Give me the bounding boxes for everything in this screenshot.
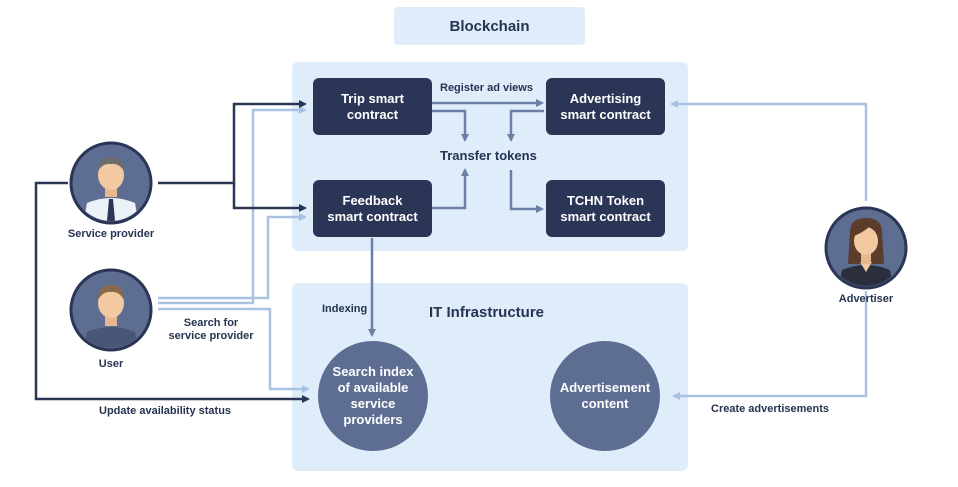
it-infrastructure-title: IT Infrastructure bbox=[429, 304, 545, 321]
tchn-token-smart-contract-label: TCHN Token smart contract bbox=[560, 192, 651, 224]
transfer-tokens-label: Transfer tokens bbox=[440, 148, 537, 163]
advertiser-to-advertising-line bbox=[670, 100, 868, 201]
feedback-to-transfer-line bbox=[432, 168, 469, 210]
advertiser-label: Advertiser bbox=[838, 293, 894, 305]
create-advertisements-label: Create advertisements bbox=[711, 403, 830, 415]
search-for-service-provider-label: Search for service provider bbox=[168, 317, 254, 342]
register-ad-views-label: Register ad views bbox=[440, 82, 533, 94]
user-label: User bbox=[98, 358, 124, 370]
user-to-feedback-line bbox=[158, 213, 307, 300]
service-provider-avatar bbox=[69, 141, 153, 225]
tchn-token-smart-contract: TCHN Token smart contract bbox=[546, 180, 665, 237]
advertising-smart-contract-label: Advertising smart contract bbox=[560, 90, 651, 122]
sp-to-feedback-line bbox=[232, 183, 307, 212]
transfer-to-tchn-line bbox=[509, 170, 544, 213]
advertising-to-transfer-line bbox=[507, 109, 544, 142]
sp-to-trip-line bbox=[158, 100, 307, 185]
advertiser-avatar bbox=[824, 206, 908, 290]
advertisement-content-label: Advertisement content bbox=[559, 380, 651, 411]
indexing-label: Indexing bbox=[322, 303, 368, 315]
user-to-trip-line bbox=[158, 106, 307, 305]
update-availability-status-label: Update availability status bbox=[99, 405, 232, 417]
feedback-smart-contract-label: Feedback smart contract bbox=[327, 192, 418, 224]
trip-smart-contract-label: Trip smart contract bbox=[341, 90, 404, 122]
sp-update-line bbox=[34, 181, 310, 403]
service-provider-label: Service provider bbox=[67, 228, 155, 240]
search-index-node: Search index of available service provid… bbox=[318, 341, 428, 451]
advertiser-to-content-line bbox=[672, 291, 868, 400]
advertising-smart-contract: Advertising smart contract bbox=[546, 78, 665, 135]
user-search-line bbox=[158, 307, 310, 393]
feedback-smart-contract: Feedback smart contract bbox=[313, 180, 432, 237]
advertisement-content-node: Advertisement content bbox=[550, 341, 660, 451]
trip-smart-contract: Trip smart contract bbox=[313, 78, 432, 135]
search-index-label: Search index of available service provid… bbox=[332, 364, 414, 427]
user-avatar bbox=[69, 268, 153, 352]
blockchain-title: Blockchain bbox=[394, 7, 585, 45]
trip-to-transfer-line bbox=[432, 109, 469, 142]
